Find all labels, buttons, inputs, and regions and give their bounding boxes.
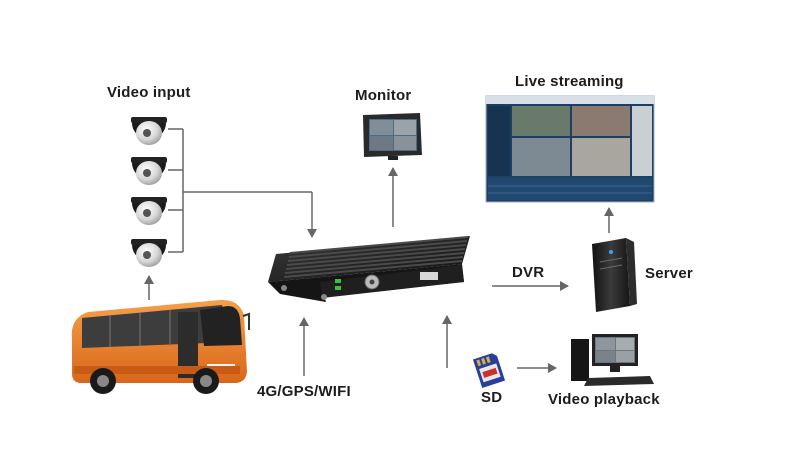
dome-camera-icon — [131, 157, 167, 185]
label-dvr: DVR — [512, 264, 545, 281]
label-monitor: Monitor — [355, 87, 412, 104]
label-live-streaming: Live streaming — [515, 73, 624, 90]
label-video-playback: Video playback — [548, 391, 660, 408]
desktop-computer-icon — [571, 334, 654, 386]
mobile-dvr-icon — [268, 236, 470, 302]
bus-icon — [71, 299, 250, 394]
sd-card-icon — [472, 353, 506, 388]
dome-camera-icon — [131, 239, 167, 267]
label-video-input: Video input — [107, 84, 191, 101]
label-sd: SD — [481, 389, 503, 406]
monitor-icon — [363, 113, 422, 160]
label-connectivity: 4G/GPS/WIFI — [257, 383, 351, 400]
server-tower-icon — [592, 238, 637, 312]
camera-connection-lines — [168, 128, 317, 253]
dome-camera-icon — [131, 197, 167, 225]
dome-camera-icon — [131, 117, 167, 145]
streaming-software-screen — [485, 95, 655, 203]
label-server: Server — [645, 265, 693, 282]
